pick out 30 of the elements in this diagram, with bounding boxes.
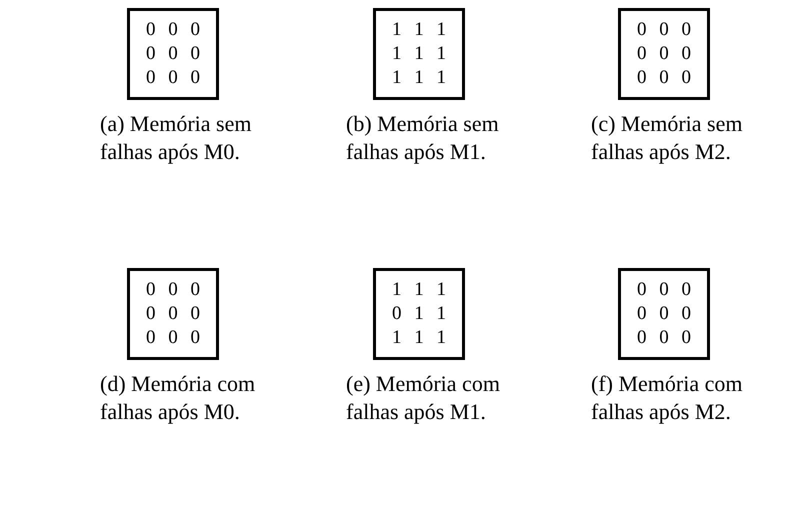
memory-row: 0 0 0 (146, 42, 200, 66)
memory-row: 1 1 1 (392, 66, 446, 90)
memory-box (127, 268, 219, 360)
node-label: (b) Memória sem falhas após M1. (346, 110, 500, 166)
memory-row: 1 1 1 (392, 326, 446, 350)
memory-row: 0 0 0 (637, 326, 691, 350)
memory-row: 0 0 0 (637, 42, 691, 66)
memory-box (373, 8, 465, 100)
memory-row: 1 1 1 (392, 18, 446, 42)
memory-box (127, 8, 219, 100)
memory-row: 0 0 0 (146, 18, 200, 42)
memory-box (373, 268, 465, 360)
memory-row: 0 0 0 (146, 278, 200, 302)
memory-row: 0 0 0 (637, 18, 691, 42)
memory-row: 1 1 1 (392, 42, 446, 66)
memory-box (618, 268, 710, 360)
memory-row: 0 0 0 (146, 66, 200, 90)
node-label: (d) Memória com falhas após M0. (100, 370, 256, 426)
node-label: (c) Memória sem falhas após M2. (591, 110, 744, 166)
node-label: (a) Memória sem falhas após M0. (100, 110, 252, 166)
memory-row: 0 1 1 (392, 302, 446, 326)
memory-row: 0 0 0 (637, 278, 691, 302)
memory-row: 1 1 1 (392, 278, 446, 302)
memory-row: 0 0 0 (146, 326, 200, 350)
memory-row: 0 0 0 (146, 302, 200, 326)
memory-row: 0 0 0 (637, 302, 691, 326)
memory-box (618, 8, 710, 100)
node-label: (f) Memória com falhas após M2. (591, 370, 744, 426)
memory-row: 0 0 0 (637, 66, 691, 90)
node-label: (e) Memória com falhas após M1. (346, 370, 501, 426)
